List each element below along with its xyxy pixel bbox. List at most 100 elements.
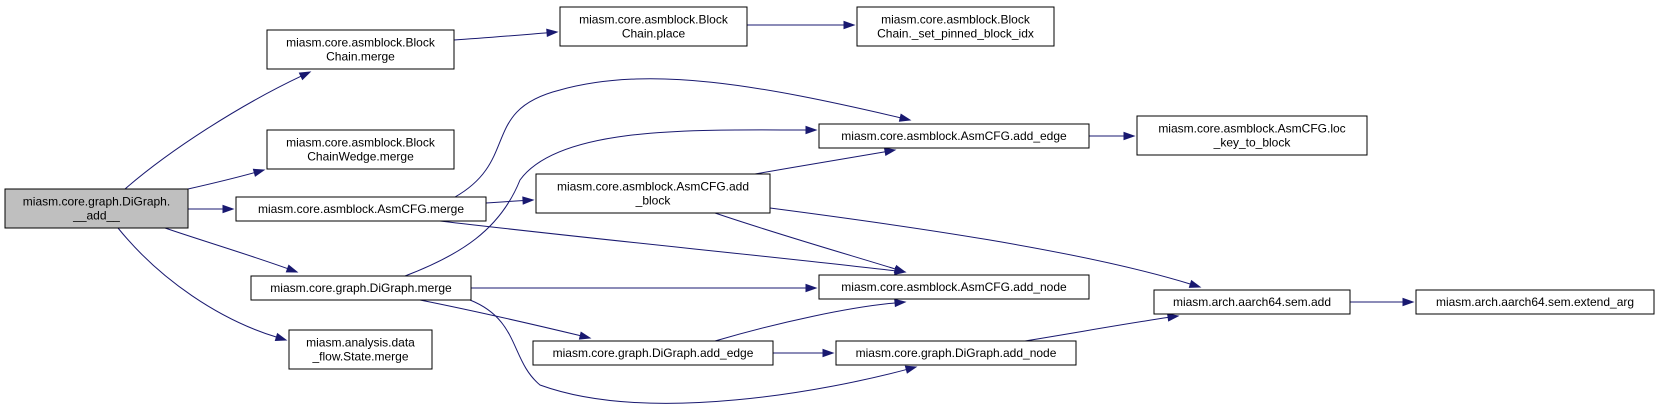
node-label: miasm.core.asmblock.AsmCFG.add_edge — [841, 129, 1067, 143]
node-label: miasm.analysis.data — [306, 336, 415, 350]
edge-digraph-add-to-blockchainwedge-merge — [187, 168, 266, 190]
node-digraph-merge[interactable]: miasm.core.graph.DiGraph.merge — [250, 275, 472, 301]
edge-asmcfg-merge-to-asmcfg-add-node — [439, 220, 907, 275]
edge-arrowhead — [274, 332, 288, 341]
node-state-merge[interactable]: miasm.analysis.data_flow.State.merge — [288, 329, 433, 370]
node-label: ChainWedge.merge — [307, 150, 414, 164]
node-label: miasm.core.asmblock.Block — [579, 13, 729, 27]
edge-line — [1024, 316, 1170, 342]
edge-asmcfg-add-block-to-sem-add — [769, 207, 1202, 288]
node-box — [1136, 115, 1368, 156]
node-label: _flow.State.merge — [311, 350, 408, 364]
node-box — [835, 340, 1077, 366]
edge-blockchain-merge-to-blockchain-place — [453, 28, 559, 41]
edge-asmcfg-add-edge-to-asmcfg-loc-key — [1089, 131, 1136, 141]
edge-line — [469, 299, 908, 404]
edge-digraph-add-node-to-sem-add — [1024, 313, 1180, 342]
edge-line — [164, 227, 289, 270]
node-box — [266, 29, 455, 70]
edge-arrowhead — [546, 28, 559, 38]
edge-asmcfg-merge-to-asmcfg-add-edge — [454, 78, 912, 198]
edge-line — [769, 207, 1192, 285]
edge-digraph-merge-to-asmcfg-add-edge — [404, 125, 818, 277]
node-sem-add[interactable]: miasm.arch.aarch64.sem.add — [1153, 289, 1351, 315]
node-box — [266, 129, 455, 170]
edge-digraph-add-to-blockchain-merge — [124, 71, 312, 190]
edge-line — [187, 171, 256, 190]
node-digraph-add[interactable]: miasm.core.graph.DiGraph.__add__ — [4, 188, 189, 229]
edge-arrowhead — [1402, 297, 1415, 307]
node-label: _key_to_block — [1213, 136, 1292, 150]
node-label: miasm.core.graph.DiGraph.add_edge — [553, 346, 754, 360]
node-blockchain-set-pinned[interactable]: miasm.core.asmblock.BlockChain._set_pinn… — [856, 6, 1055, 47]
edge-digraph-add-to-asmcfg-merge — [188, 204, 235, 214]
node-blockchainwedge-merge[interactable]: miasm.core.asmblock.BlockChainWedge.merg… — [266, 129, 455, 170]
node-label: miasm.core.asmblock.AsmCFG.merge — [258, 202, 464, 216]
edge-digraph-merge-to-asmcfg-add-node — [471, 283, 818, 293]
edge-line — [485, 199, 525, 204]
node-label: miasm.arch.aarch64.sem.add — [1173, 295, 1331, 309]
edge-line — [439, 220, 897, 272]
edge-asmcfg-add-block-to-asmcfg-add-node — [714, 212, 907, 273]
node-box — [4, 188, 189, 229]
edge-arrowhead — [843, 20, 856, 30]
node-box — [1415, 289, 1655, 315]
edge-arrowhead — [883, 147, 897, 156]
edge-line — [419, 299, 582, 337]
edge-arrowhead — [298, 71, 312, 81]
edge-line — [117, 227, 278, 338]
node-asmcfg-add-edge[interactable]: miasm.core.asmblock.AsmCFG.add_edge — [818, 123, 1090, 149]
edge-arrowhead — [805, 283, 818, 293]
node-asmcfg-add-block[interactable]: miasm.core.asmblock.AsmCFG.add_block — [535, 173, 771, 214]
node-label: Chain.merge — [326, 50, 395, 64]
nodes-layer: miasm.core.graph.DiGraph.__add__miasm.co… — [4, 6, 1655, 370]
edge-arrowhead — [894, 298, 907, 308]
node-asmcfg-loc-key[interactable]: miasm.core.asmblock.AsmCFG.loc_key_to_bl… — [1136, 115, 1368, 156]
node-box — [235, 196, 487, 222]
edge-line — [453, 32, 549, 41]
edge-arrowhead — [1123, 131, 1136, 141]
edge-digraph-merge-to-digraph-add-node — [469, 299, 918, 404]
edge-arrowhead — [1188, 279, 1202, 288]
edge-arrowhead — [904, 365, 918, 374]
edge-arrowhead — [1167, 313, 1180, 322]
node-label: miasm.core.asmblock.AsmCFG.loc — [1158, 122, 1345, 136]
node-label: _block — [635, 194, 672, 208]
edge-line — [454, 78, 902, 198]
node-box — [856, 6, 1055, 47]
edge-arrowhead — [893, 264, 907, 273]
node-label: miasm.core.asmblock.Block — [881, 13, 1031, 27]
edge-digraph-add-edge-to-asmcfg-add-node — [714, 298, 907, 342]
node-label: miasm.core.graph.DiGraph. — [23, 195, 170, 209]
edge-arrowhead — [222, 204, 235, 214]
edge-sem-add-to-sem-extend-arg — [1350, 297, 1415, 307]
node-digraph-add-node[interactable]: miasm.core.graph.DiGraph.add_node — [835, 340, 1077, 366]
node-sem-extend-arg[interactable]: miasm.arch.aarch64.sem.extend_arg — [1415, 289, 1655, 315]
edge-arrowhead — [822, 348, 835, 358]
edge-digraph-add-edge-to-digraph-add-node — [773, 348, 835, 358]
node-digraph-add-edge[interactable]: miasm.core.graph.DiGraph.add_edge — [532, 340, 774, 366]
edge-asmcfg-merge-to-asmcfg-add-block — [485, 196, 535, 205]
node-label: miasm.core.graph.DiGraph.add_node — [856, 346, 1057, 360]
edge-digraph-add-to-state-merge — [117, 227, 288, 341]
node-asmcfg-merge[interactable]: miasm.core.asmblock.AsmCFG.merge — [235, 196, 487, 222]
edge-line — [404, 129, 808, 277]
node-box — [818, 274, 1090, 300]
node-asmcfg-add-node[interactable]: miasm.core.asmblock.AsmCFG.add_node — [818, 274, 1090, 300]
node-box — [818, 123, 1090, 149]
node-label: miasm.core.graph.DiGraph.merge — [270, 281, 452, 295]
edge-arrowhead — [522, 196, 535, 205]
edge-arrowhead — [578, 331, 592, 340]
node-label: Chain.place — [622, 27, 686, 41]
node-label: miasm.core.asmblock.Block — [286, 136, 436, 150]
node-label: miasm.core.asmblock.Block — [286, 36, 436, 50]
edge-digraph-merge-to-digraph-add-edge — [419, 299, 592, 340]
node-label: miasm.core.asmblock.AsmCFG.add_node — [841, 280, 1067, 294]
node-box — [1153, 289, 1351, 315]
node-label: __add__ — [72, 209, 120, 223]
node-box — [535, 173, 771, 214]
edge-line — [714, 302, 897, 342]
